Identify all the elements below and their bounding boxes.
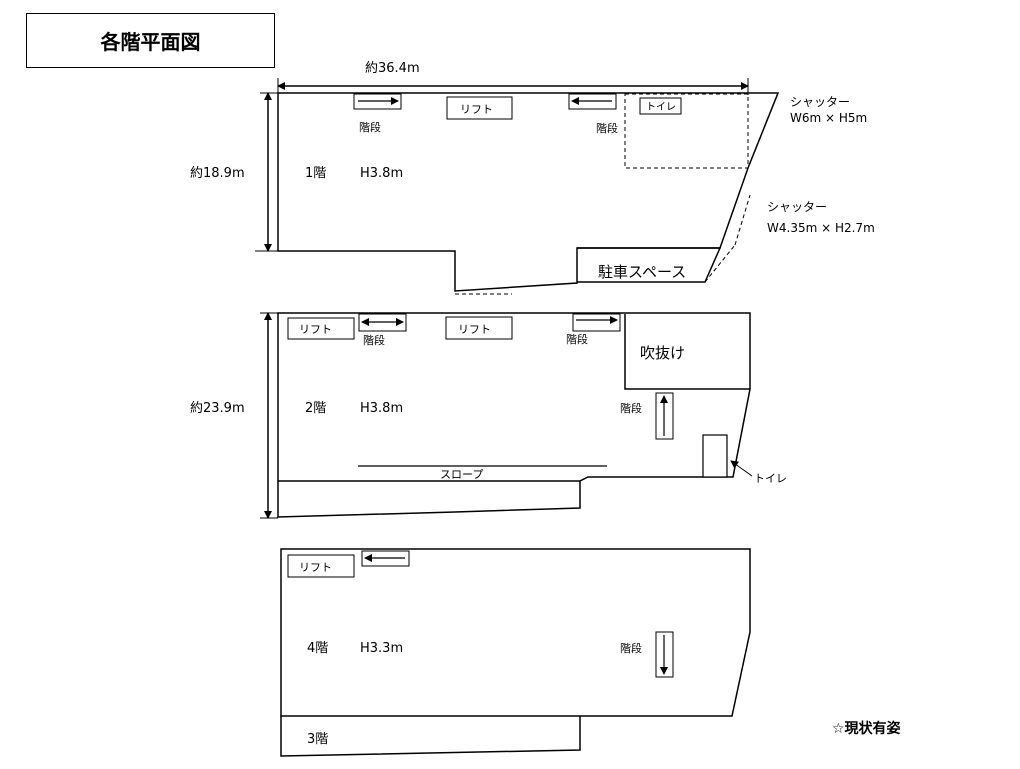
floor-1-label: 1階 bbox=[305, 166, 326, 181]
slope-label: スロープ bbox=[440, 468, 483, 481]
floor-2-height: H3.8m bbox=[360, 401, 403, 416]
svg-text:階段: 階段 bbox=[363, 333, 385, 347]
width-dimension: 約36.4m bbox=[277, 61, 749, 95]
floor-2-plan bbox=[277, 312, 753, 518]
stairs-4f-top bbox=[361, 550, 410, 567]
floor-4-label: 4階 bbox=[307, 641, 328, 656]
toilet-2f-label: トイレ bbox=[754, 472, 787, 485]
depth-2f-label: 約23.9m bbox=[190, 401, 245, 416]
depth-dimension-1f: 約18.9m bbox=[190, 92, 278, 252]
svg-text:リフト: リフト bbox=[458, 323, 491, 336]
stairs-4f-vertical: 階段 bbox=[620, 631, 674, 678]
floor-3-label: 3階 bbox=[307, 732, 328, 747]
shutter-1-name: シャッター bbox=[790, 95, 850, 109]
svg-text:リフト: リフト bbox=[299, 561, 332, 574]
floor-2-label: 2階 bbox=[305, 401, 326, 416]
stairs-2f-vertical: 階段 bbox=[620, 392, 674, 440]
page-title: 各階平面図 bbox=[26, 13, 275, 68]
lift-2f-center: リフト bbox=[445, 316, 513, 340]
svg-text:階段: 階段 bbox=[596, 121, 618, 135]
depth-1f-label: 約18.9m bbox=[190, 166, 245, 181]
svg-text:トイレ: トイレ bbox=[646, 102, 676, 113]
shutter-2-name: シャッター bbox=[767, 200, 827, 214]
lift-4f: リフト bbox=[287, 554, 355, 578]
svg-text:階段: 階段 bbox=[620, 641, 642, 655]
width-label: 約36.4m bbox=[365, 61, 420, 76]
lift-1f: リフト bbox=[446, 96, 513, 120]
stairs-2f-left: 階段 bbox=[358, 313, 407, 347]
floor-4-plan bbox=[280, 548, 751, 717]
floor-3-plan bbox=[280, 716, 581, 757]
parking-label: 駐車スペース bbox=[598, 263, 686, 281]
svg-text:リフト: リフト bbox=[299, 323, 332, 336]
svg-text:階段: 階段 bbox=[620, 401, 642, 415]
stairs-1f-right: 階段 bbox=[568, 93, 618, 135]
svg-text:階段: 階段 bbox=[359, 120, 381, 134]
floor-4-height: H3.3m bbox=[360, 641, 403, 656]
status-note: ☆現状有姿 bbox=[832, 720, 902, 737]
atrium-label: 吹抜け bbox=[640, 344, 685, 362]
shutter-1-size: W6m × H5m bbox=[790, 111, 867, 125]
svg-text:リフト: リフト bbox=[460, 103, 493, 116]
depth-dimension-2f: 約23.9m bbox=[190, 312, 278, 519]
stairs-1f-left: 階段 bbox=[353, 93, 402, 134]
stairs-2f-right: 階段 bbox=[566, 313, 621, 346]
svg-text:階段: 階段 bbox=[566, 332, 588, 346]
shutter-2-size: W4.35m × H2.7m bbox=[767, 221, 875, 235]
floor-1-height: H3.8m bbox=[360, 166, 403, 181]
floor-1-plan bbox=[277, 92, 780, 295]
toilet-1f: トイレ bbox=[639, 97, 682, 115]
lift-2f-left: リフト bbox=[287, 317, 355, 340]
